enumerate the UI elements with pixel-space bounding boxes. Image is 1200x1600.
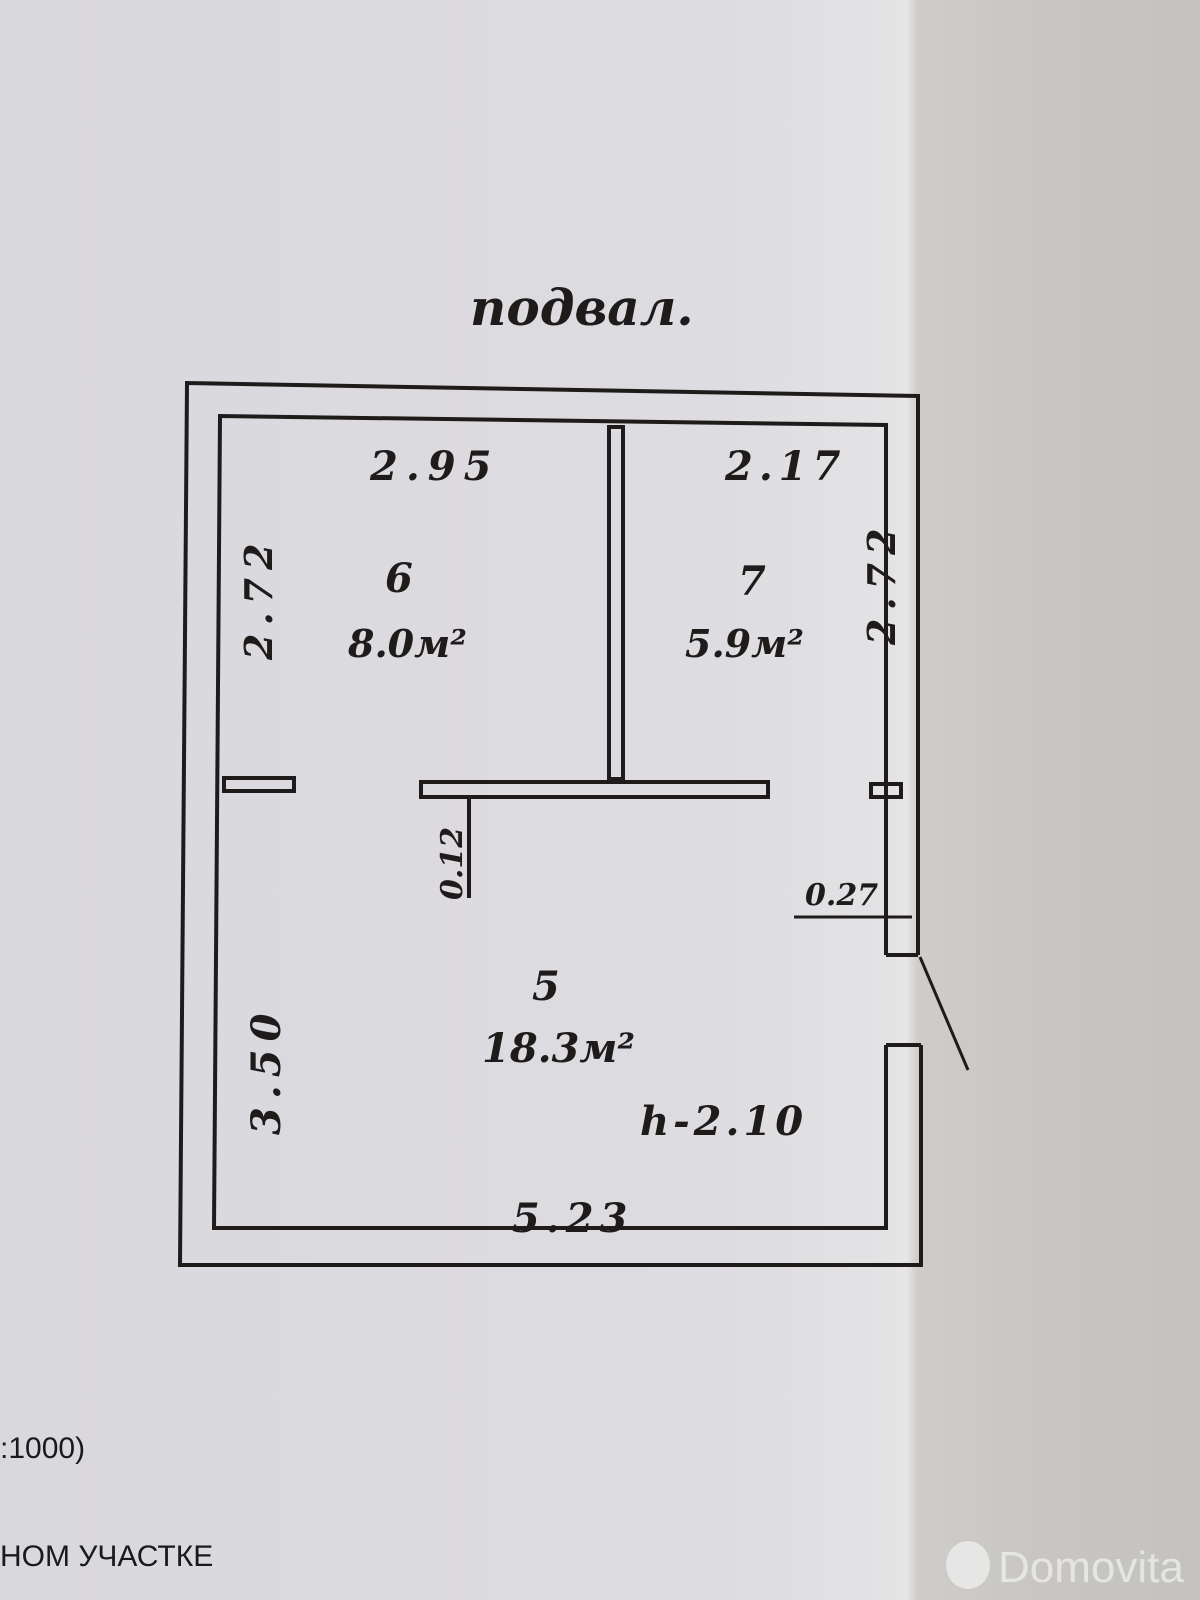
partition-vertical — [607, 425, 625, 781]
room-6-width: 2.95 — [369, 443, 499, 490]
room-5-area: 18.3м² — [482, 1025, 635, 1072]
door-leaf — [918, 956, 970, 1071]
room-7-width: 2.17 — [724, 443, 846, 490]
scale-text: :1000) — [0, 1432, 85, 1465]
room-7-area: 5.9м² — [685, 621, 804, 666]
wall-offset-dimension: 0.27 — [805, 878, 878, 913]
wall-stub-dimension: 0.12 — [435, 827, 470, 900]
ceiling-height: h-2.10 — [640, 1098, 807, 1145]
right-wall-stub — [869, 782, 903, 799]
caption-text: НОМ УЧАСТКЕ — [0, 1540, 213, 1573]
room-5-number: 5 — [532, 963, 560, 1010]
room-7-length: 2.72 — [859, 520, 904, 646]
watermark-logo: Domovita — [946, 1541, 1184, 1592]
room-6-number: 6 — [385, 555, 413, 602]
inner-wall — [211, 413, 888, 1230]
plan-title: подвал. — [470, 278, 694, 337]
watermark-text: Domovita — [998, 1543, 1184, 1592]
room-6-length: 2.72 — [236, 535, 281, 661]
room-6-area: 8.0м² — [347, 621, 467, 666]
room-5-width: 5.23 — [512, 1195, 633, 1242]
left-wall-stub — [222, 776, 296, 793]
walls — [177, 380, 970, 1267]
partition-horizontal — [419, 780, 770, 799]
room-5-length: 3.50 — [243, 1006, 290, 1135]
logo-icon — [946, 1541, 990, 1589]
outer-wall — [177, 380, 923, 1267]
room-7-number: 7 — [738, 558, 766, 605]
